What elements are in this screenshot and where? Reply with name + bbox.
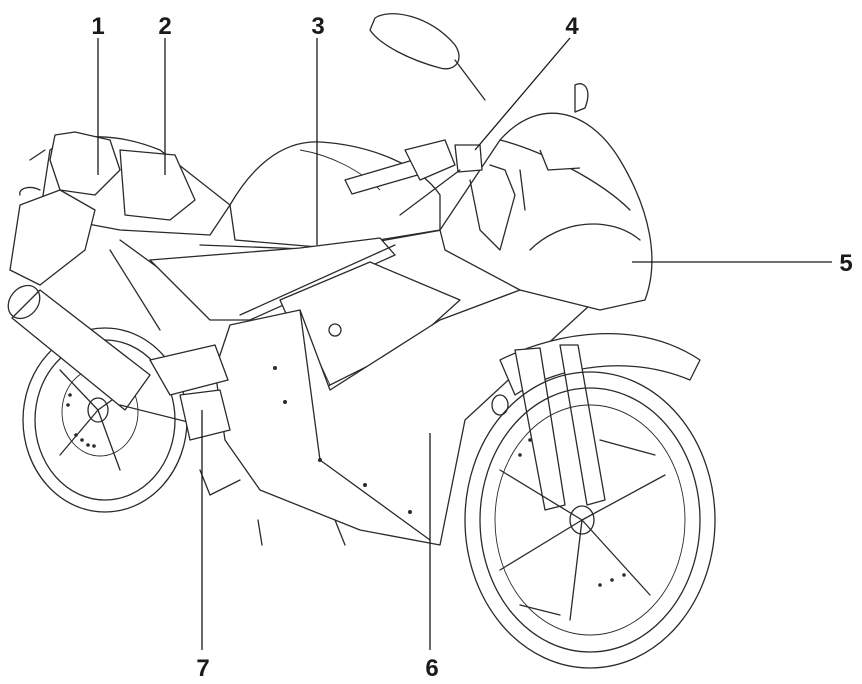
callout-4: 4 bbox=[565, 13, 579, 40]
front-wheel bbox=[464, 371, 716, 669]
leader-4 bbox=[474, 37, 571, 151]
left-mirror bbox=[369, 13, 589, 113]
front-fairing bbox=[439, 112, 653, 311]
motorcycle-illustration bbox=[7, 13, 716, 669]
callout-7: 7 bbox=[196, 655, 209, 682]
callout-6: 6 bbox=[425, 655, 438, 682]
main-frame bbox=[149, 237, 396, 321]
exhaust-muffler bbox=[7, 284, 201, 426]
handlebar-controls bbox=[344, 139, 526, 251]
callout-2: 2 bbox=[158, 13, 171, 40]
callout-leaders bbox=[97, 37, 832, 650]
callout-numbers: 1 2 3 4 5 6 7 bbox=[91, 13, 852, 682]
footpeg-and-kickstand bbox=[149, 344, 346, 546]
callout-1: 1 bbox=[91, 13, 104, 40]
lower-fairing bbox=[214, 289, 591, 546]
front-fork bbox=[491, 344, 606, 511]
callout-3: 3 bbox=[311, 13, 324, 40]
callout-5: 5 bbox=[839, 250, 852, 277]
front-fender bbox=[499, 332, 701, 396]
rear-frame-and-seat bbox=[9, 131, 236, 331]
